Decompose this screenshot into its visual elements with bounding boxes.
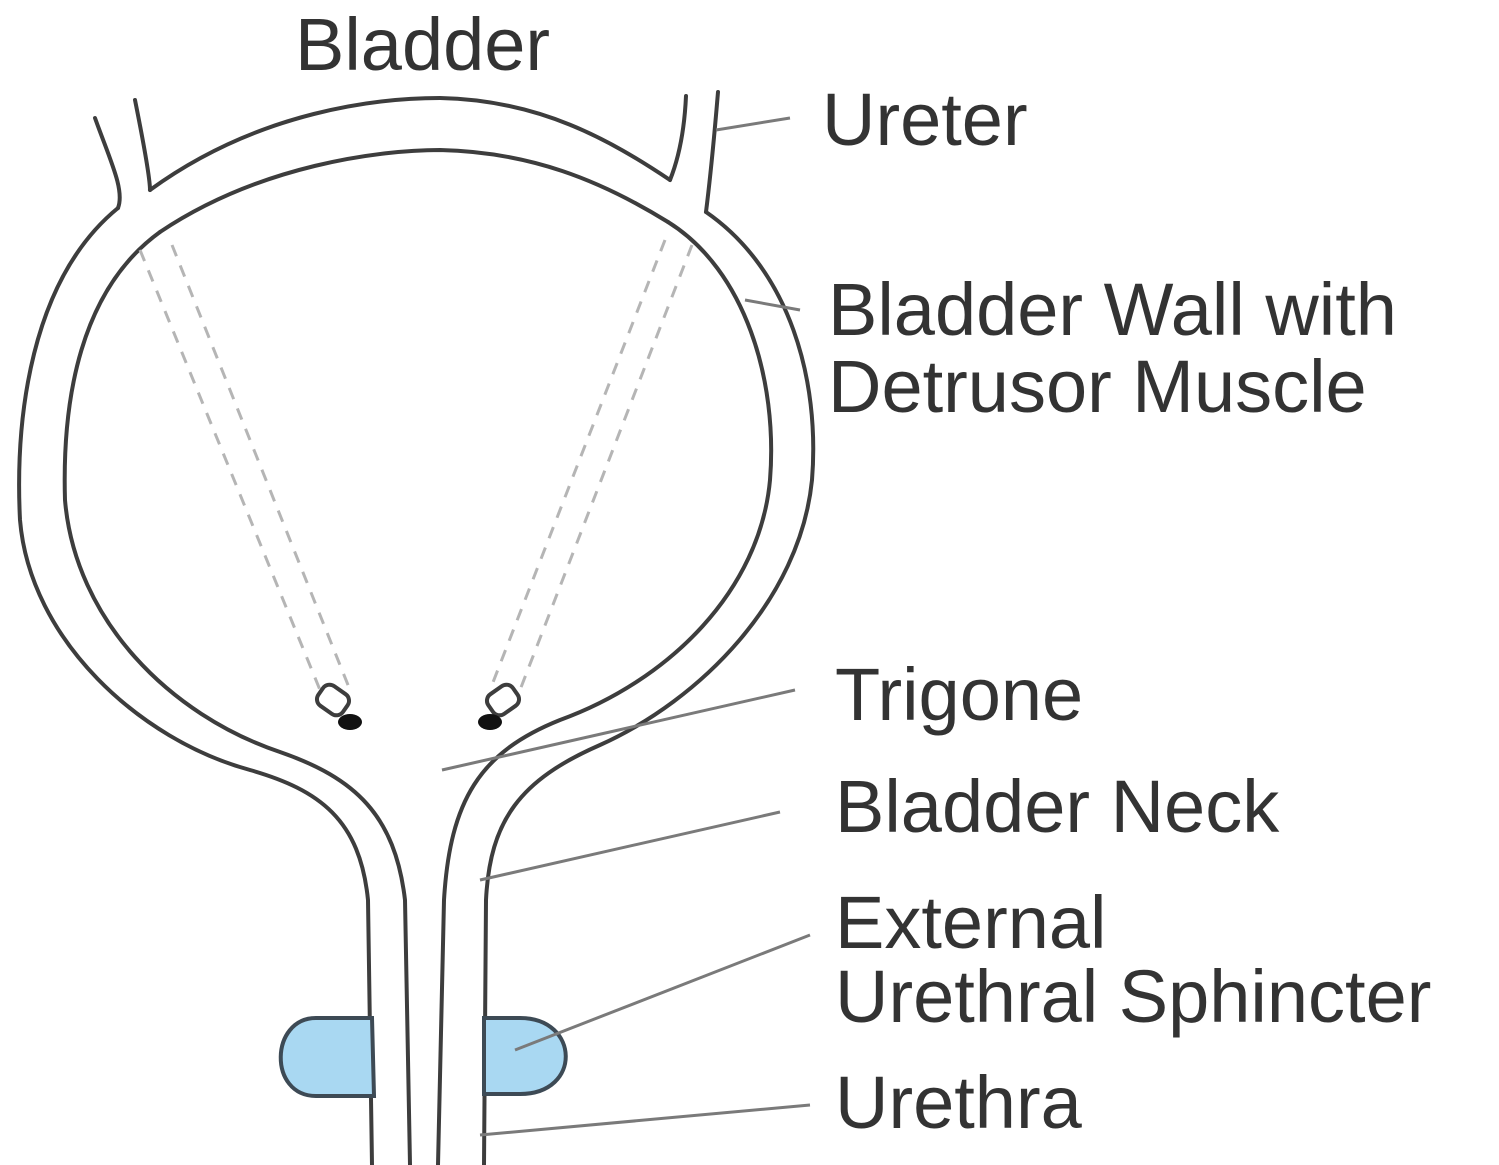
ureter-path-left-b	[172, 245, 350, 690]
ureteral-orifice-right	[484, 682, 522, 719]
ureter-left-inner	[135, 100, 150, 190]
label-bladder-wall-line2: Detrusor Muscle	[828, 345, 1367, 428]
leader-wall	[745, 300, 800, 310]
leader-sphincter	[515, 935, 810, 1050]
ureteral-orifice-right-dark	[478, 714, 502, 730]
leader-urethra	[480, 1105, 810, 1135]
label-bladder-wall-line1: Bladder Wall with	[828, 268, 1397, 351]
label-bladder: Bladder	[295, 3, 550, 86]
label-trigone: Trigone	[835, 653, 1083, 736]
label-ureter: Ureter	[822, 78, 1028, 161]
label-bladder-neck: Bladder Neck	[835, 765, 1280, 848]
ureter-path-left-a	[140, 250, 320, 690]
bladder-inner-top	[160, 150, 668, 232]
leader-ureter	[716, 118, 790, 130]
sphincter-left	[281, 1018, 374, 1096]
ureteral-orifice-left-dark	[338, 714, 362, 730]
ureter-right-outer	[706, 92, 718, 212]
bladder-outer-top	[150, 98, 670, 190]
label-urethra: Urethra	[835, 1061, 1083, 1144]
ureter-right-inner	[670, 96, 686, 180]
ureter-left-outer	[95, 118, 120, 208]
ureter-path-right-a	[490, 240, 665, 690]
label-sphincter-line2: Urethral Sphincter	[835, 955, 1431, 1038]
ureter-path-right-b	[520, 245, 692, 690]
sphincter-right	[484, 1018, 566, 1094]
label-sphincter-line1: External	[835, 881, 1106, 964]
leader-bladder-neck	[480, 812, 780, 880]
